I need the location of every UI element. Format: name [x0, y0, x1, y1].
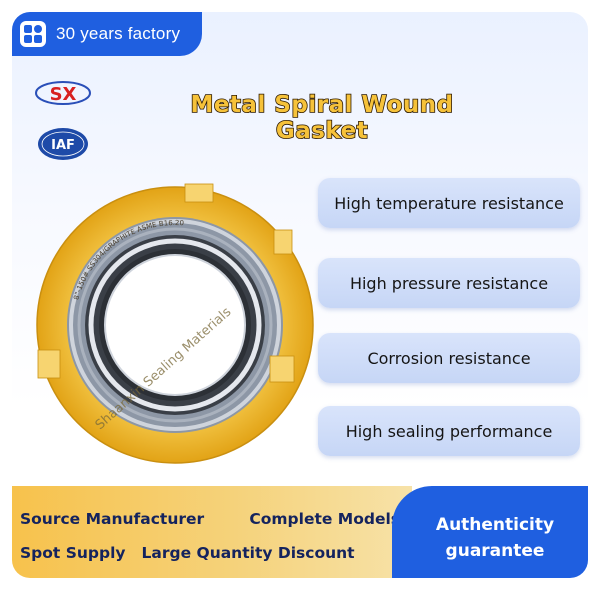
authenticity-line: guarantee — [445, 541, 545, 561]
benefit-text: Source Manufacturer — [20, 510, 205, 528]
brand-logo-text: SX — [50, 84, 77, 105]
gasket-image: 8"-150# SS304/GRAPHITE ASME B16.20 Shaan… — [36, 183, 314, 464]
benefit-text: Spot Supply — [20, 544, 126, 562]
authenticity-text: Authenticity guarantee — [410, 512, 580, 564]
iaf-logo-icon: IAF — [38, 128, 88, 160]
feature-item: High temperature resistance — [318, 178, 580, 228]
benefit-text: Large Quantity Discount — [141, 544, 355, 562]
ad-frame: 30 years factory SX IAF Metal Spiral Wou… — [12, 12, 588, 578]
bottom-benefits: Source Manufacturer Complete Models Spot… — [12, 486, 412, 578]
authenticity-line: Authenticity — [435, 515, 555, 535]
feature-item: High sealing performance — [318, 406, 580, 456]
header-tab-text: 30 years factory — [56, 24, 181, 43]
feature-item: Corrosion resistance — [318, 333, 580, 383]
benefits-row: Spot Supply Large Quantity Discount — [20, 544, 400, 562]
benefits-row: Source Manufacturer Complete Models — [20, 510, 400, 528]
brand-logo-icon: SX — [35, 81, 91, 105]
four-square-logo-icon — [20, 21, 46, 47]
bottom-banner: Source Manufacturer Complete Models Spot… — [12, 486, 588, 578]
header-tab: 30 years factory — [12, 12, 202, 56]
benefit-text: Complete Models — [249, 510, 400, 528]
page-title: Metal Spiral Wound Gasket — [190, 91, 454, 145]
iaf-logo-text: IAF — [51, 138, 75, 153]
authenticity-badge — [392, 486, 588, 578]
feature-item: High pressure resistance — [318, 258, 580, 308]
